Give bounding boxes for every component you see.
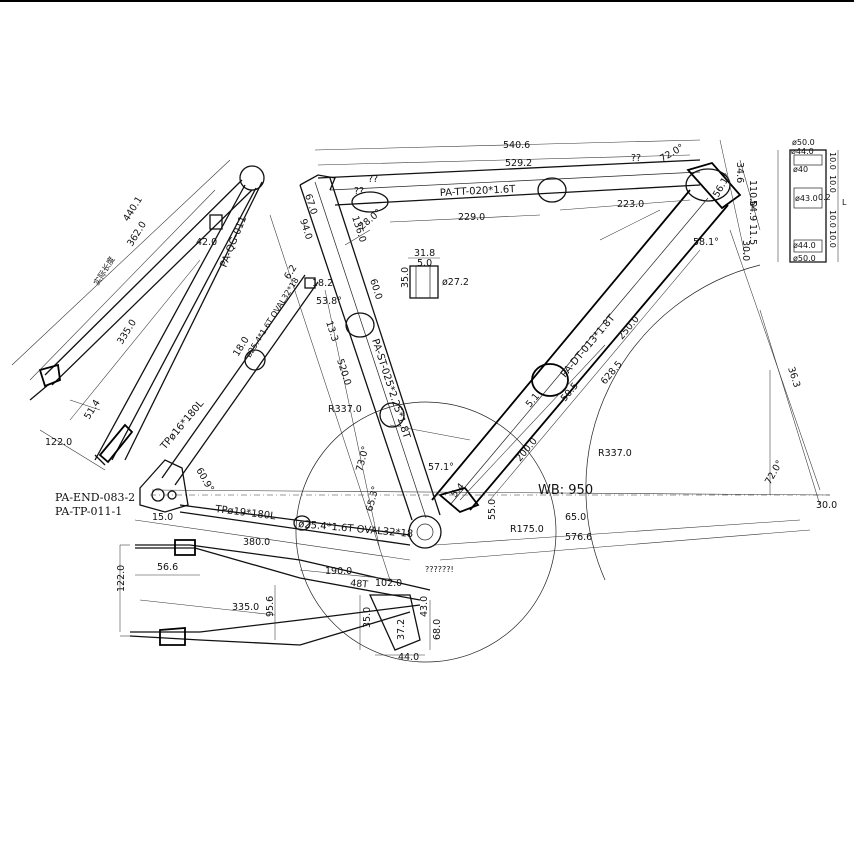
chain-stay-frame bbox=[179, 504, 411, 546]
hs-500: ø50.0 bbox=[792, 138, 815, 147]
headset-text: ø50.0 ø44.0 ø40 ø43.0 ø44.0 ø50.0 10.0 1… bbox=[791, 138, 847, 263]
dim-dt-51: 5.1 bbox=[524, 391, 542, 410]
down-tube bbox=[431, 189, 729, 514]
hs-100a: 10.0 bbox=[828, 152, 837, 170]
dim-cs-566: 56.6 bbox=[157, 562, 178, 573]
dim-cs-1900: 190.0 bbox=[325, 566, 352, 577]
top-tube bbox=[317, 159, 701, 213]
dim-ht-300: 30.0 bbox=[740, 240, 751, 261]
dimension-lines bbox=[11, 139, 831, 656]
dim-bb-650: 65.0 bbox=[565, 512, 586, 523]
dim-dt-6285: 628.5 bbox=[599, 359, 625, 387]
hs-440b: ø44.0 bbox=[793, 241, 816, 250]
dim-left-3620: 362.0 bbox=[125, 220, 149, 249]
hs-100b: 10.0 bbox=[828, 175, 837, 193]
dim-tt-229: 229.0 bbox=[458, 212, 485, 223]
dim-cs-680: 68.0 bbox=[432, 619, 443, 640]
dim-left-609: 60.9° bbox=[193, 466, 215, 494]
dim-ss-182: 18.2 bbox=[312, 278, 333, 289]
hs-100c: 10.0 bbox=[828, 210, 837, 228]
seat-stay-exploded bbox=[29, 165, 265, 466]
dim-ss-600: 60.0 bbox=[367, 278, 384, 302]
dim-q-left2: ?? bbox=[354, 186, 364, 197]
hs-500b: ø50.0 bbox=[793, 254, 816, 263]
dim-left-1220: 122.0 bbox=[45, 437, 72, 448]
dim-dt-300b: 30.0 bbox=[816, 500, 837, 511]
hs-L: L bbox=[842, 198, 847, 207]
hs-430: ø43.0 bbox=[795, 194, 818, 203]
dim-ss-538: 53.8° bbox=[316, 296, 342, 307]
dim-dt-2500: 250.0 bbox=[616, 314, 642, 342]
rear-dropout bbox=[139, 459, 189, 513]
dim-st-50: 5.0 bbox=[417, 258, 432, 269]
seatpost-detail bbox=[408, 257, 440, 299]
dim-tt-223: 223.0 bbox=[617, 199, 644, 210]
bottom-bracket bbox=[408, 515, 442, 549]
dim-left-420: 42.0 bbox=[196, 237, 217, 248]
dim-top-529: 529.2 bbox=[505, 158, 532, 169]
seat-stay-frame bbox=[161, 274, 319, 486]
dimension-text: 540.6 529.2 229.0 223.0 72.0° 34.6 110.0… bbox=[45, 140, 837, 663]
dim-cs-440: 44.0 bbox=[398, 652, 419, 663]
dim-bb-550: 55.0 bbox=[487, 499, 498, 520]
dim-ss-5200: 520.0 bbox=[334, 358, 353, 387]
hs-440: ø44.0 bbox=[791, 147, 814, 156]
dim-st-318: 31.8 bbox=[414, 248, 435, 259]
dim-st-272: ø27.2 bbox=[442, 277, 469, 288]
dim-q-left: ?? bbox=[368, 174, 378, 185]
dim-top-540: 540.6 bbox=[503, 140, 530, 151]
dim-q-right: ?? bbox=[631, 153, 641, 164]
dim-ht-581: 58.1° bbox=[693, 237, 719, 248]
dim-dt-54: 5.4 bbox=[449, 481, 467, 500]
dim-left-3350: 335.0 bbox=[115, 318, 139, 347]
dim-ss-670: 67.0 bbox=[302, 193, 319, 217]
dim-cs-1220: 122.0 bbox=[116, 565, 127, 592]
dim-cs-956: 95.6 bbox=[265, 596, 276, 617]
label-chainstay-spec: TPø19*180L bbox=[214, 504, 277, 522]
dim-cs-48: 48T bbox=[350, 578, 369, 591]
dim-left-4401: 440.1 bbox=[121, 195, 145, 224]
hs-100d: 10.0 bbox=[828, 230, 837, 248]
dim-cs-3350: 335.0 bbox=[232, 602, 259, 613]
hs-40a: ø40 bbox=[793, 165, 808, 174]
label-end-1: PA-END-083-2 bbox=[55, 491, 135, 504]
dim-ht-346: 34.6 bbox=[734, 162, 745, 183]
label-top-tube: PA-TT-020*1.6T bbox=[440, 184, 517, 199]
dim-dt-720b: 72.0° bbox=[763, 459, 785, 487]
dim-ht-115: 11.5 bbox=[747, 224, 758, 245]
dim-ss-571: 57.1° bbox=[428, 462, 454, 473]
hs-02: 0.2 bbox=[818, 193, 831, 202]
wheel-arcs bbox=[295, 264, 761, 663]
dim-dt-r337: R337.0 bbox=[598, 448, 632, 459]
dim-ss-730: 73.0° bbox=[354, 445, 371, 473]
label-end-2: PA-TP-011-1 bbox=[55, 505, 122, 518]
dim-ss-r337: R337.0 bbox=[328, 404, 362, 415]
dim-cs-1020: 102.0 bbox=[375, 578, 402, 589]
dim-bb-5766: 576.6 bbox=[565, 532, 592, 543]
headset-detail bbox=[777, 149, 839, 263]
dim-cs-430: 43.0 bbox=[419, 596, 430, 617]
dim-bb-r175: R175.0 bbox=[510, 524, 544, 535]
seat-tube bbox=[299, 174, 441, 521]
dim-st-350: 35.0 bbox=[400, 267, 411, 288]
dim-ht-549: 54.9 bbox=[747, 200, 758, 221]
dim-ht-1100: 110.0 bbox=[747, 180, 758, 207]
dim-cs-3800: 380.0 bbox=[243, 537, 270, 548]
dim-ss-q: ??????! bbox=[425, 565, 454, 574]
label-wheelbase: WB: 950 bbox=[538, 483, 593, 498]
dim-left-sub: 实际长度 bbox=[91, 255, 116, 287]
dim-cs-372: 37.2 bbox=[396, 619, 407, 640]
label-seat-stay: PA-QG-011 bbox=[219, 215, 250, 269]
dim-cs-150: 15.0 bbox=[152, 512, 173, 523]
dim-dt-363: 36.3 bbox=[785, 366, 802, 390]
dim-cs-350: 35.0 bbox=[362, 607, 373, 628]
dim-ss-133: 13.3 bbox=[323, 320, 340, 344]
